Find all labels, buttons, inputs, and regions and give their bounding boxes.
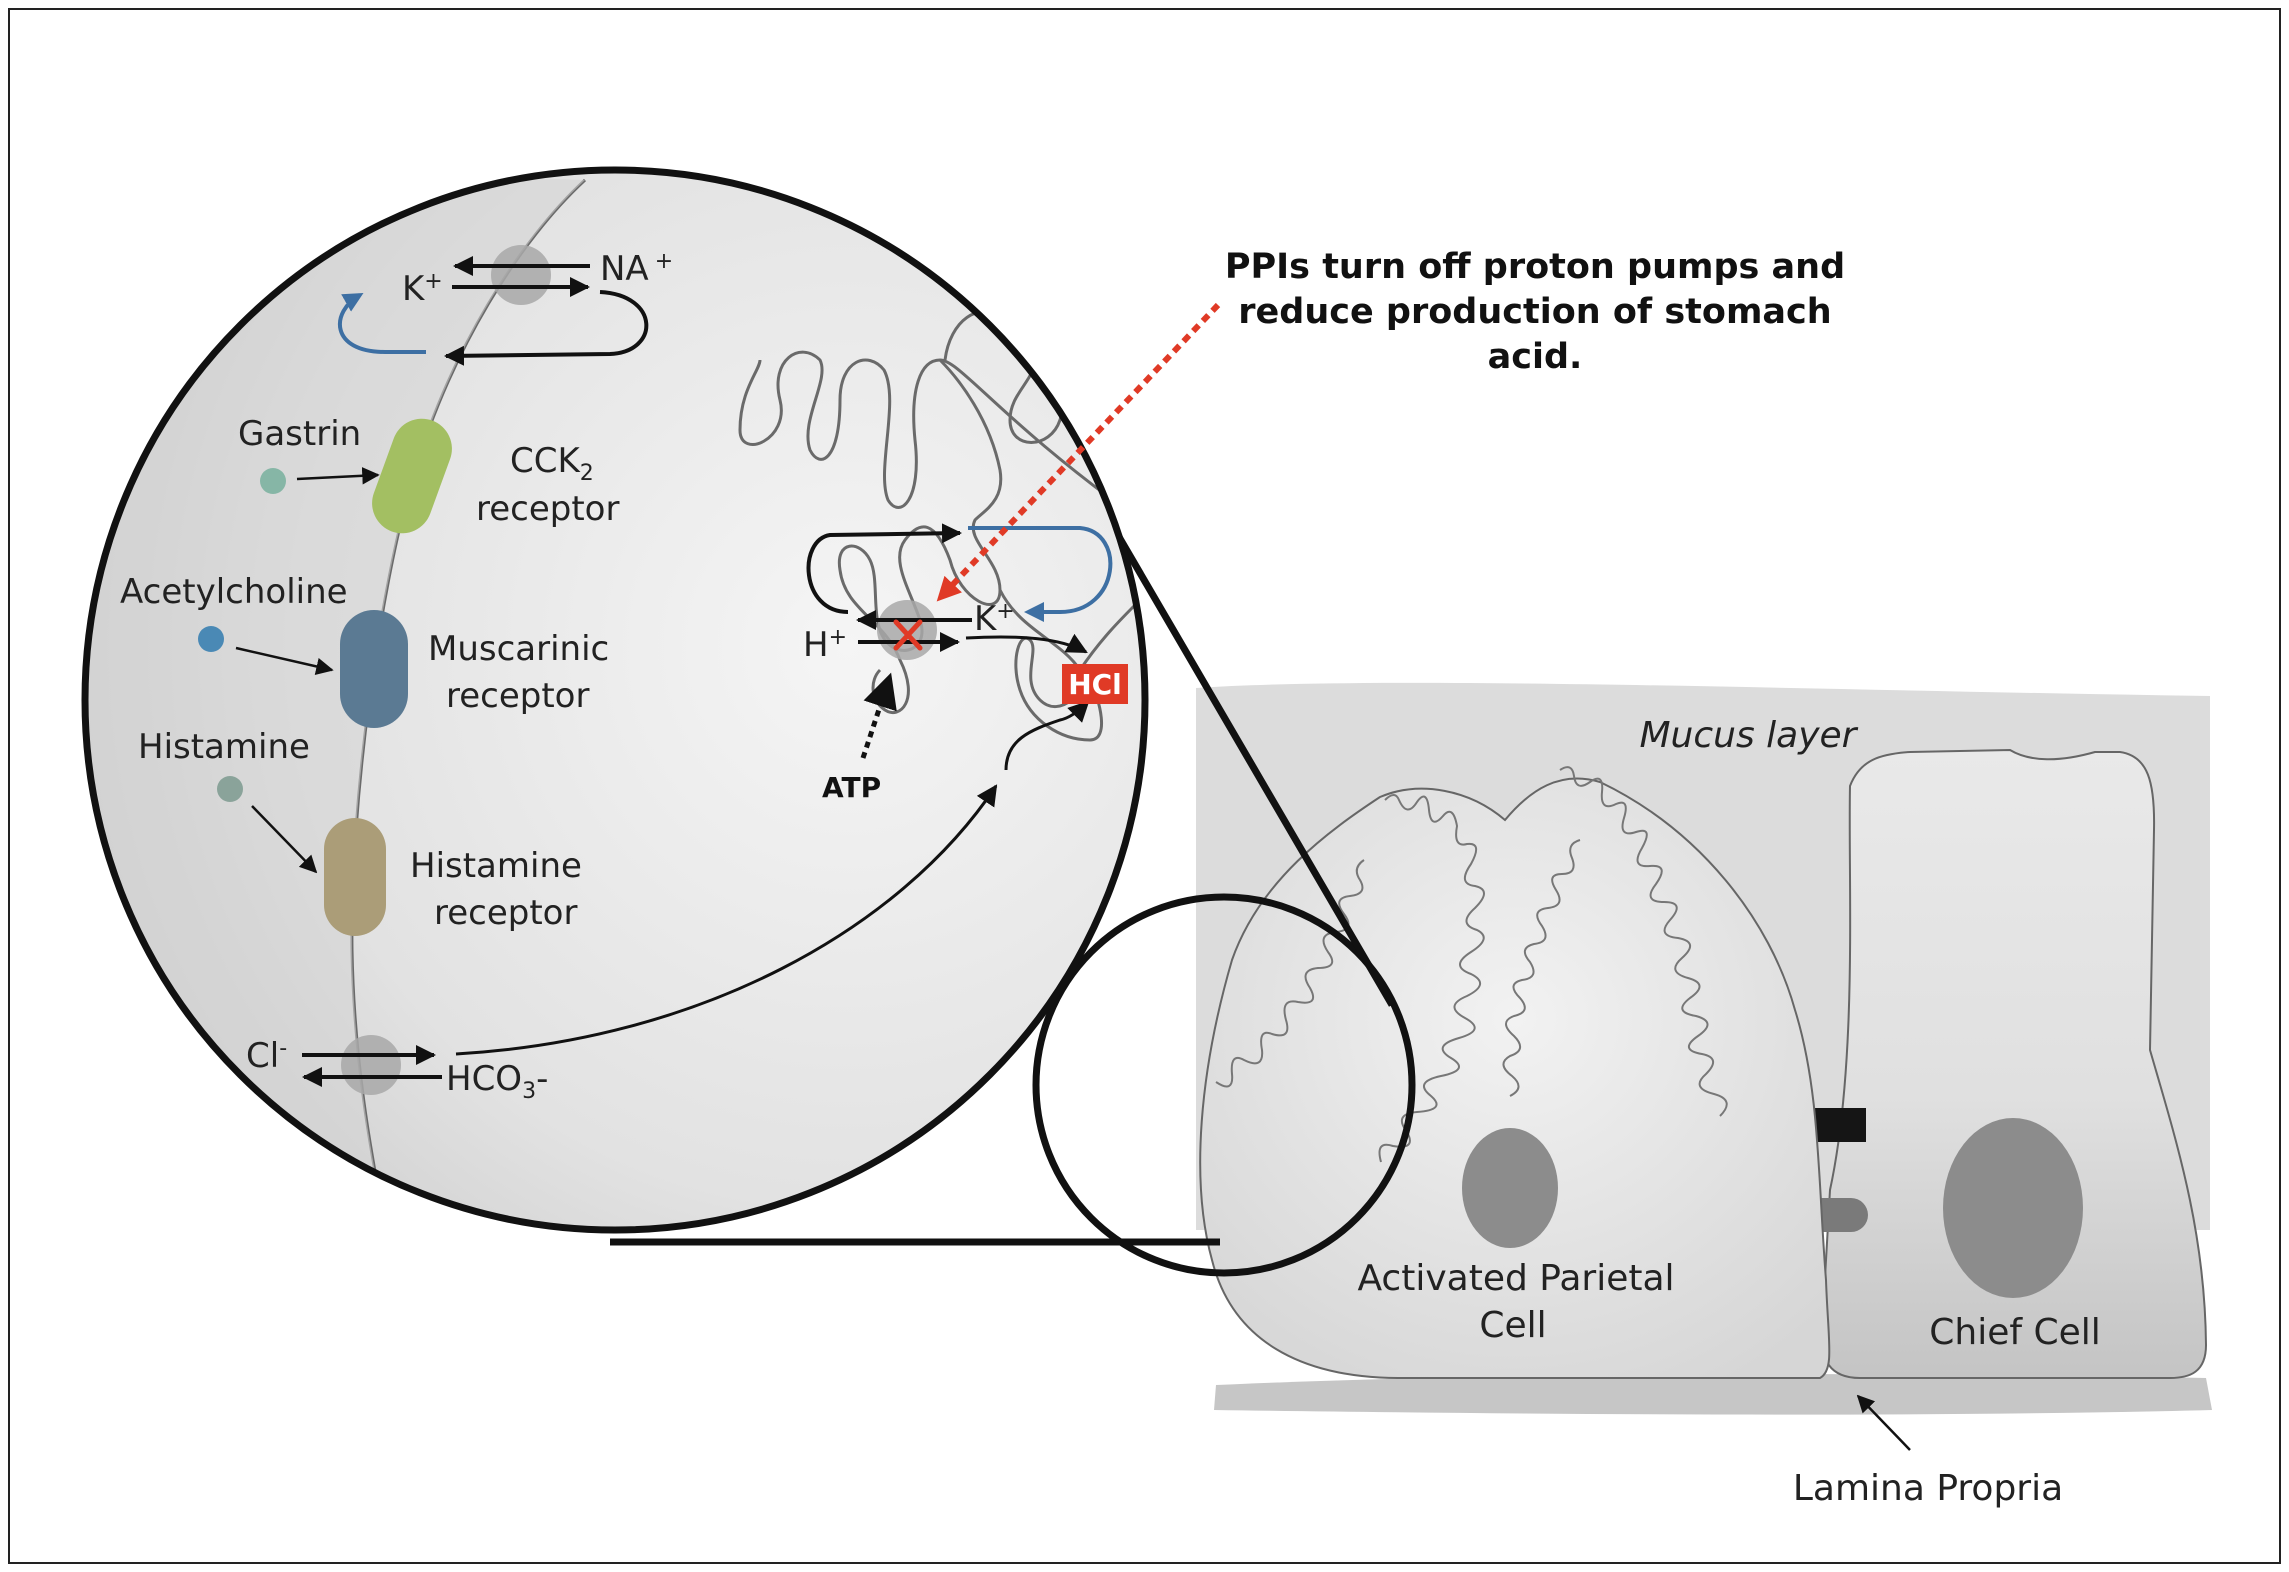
gastrin-molecule (260, 468, 286, 494)
tissue-section (1032, 682, 2212, 1415)
cl-to-hcl-arrow (1004, 700, 1090, 771)
proton-pump (877, 600, 937, 660)
magnified-circle-outline (81, 166, 1149, 1234)
acetylcholine-molecule (198, 626, 224, 652)
cl-ion: Cl- (246, 1036, 287, 1076)
parietal-cell-label: Activated Parietal (1357, 1258, 1674, 1299)
h-recycle-arrow (806, 523, 962, 614)
na-recycle-arrow (444, 290, 649, 366)
muscarinic-receptor-label: Muscarinic (428, 629, 609, 669)
h-to-hcl-arrow (965, 633, 1088, 654)
histamine-label: Histamine (138, 727, 310, 767)
histamine-receptor (324, 818, 386, 936)
chief-cell (1820, 748, 2208, 1379)
k-ion-top: K+ (402, 269, 443, 309)
ppi-annotation-line3: acid. (1488, 337, 1583, 377)
canaliculus-right (1502, 766, 1728, 1117)
zoom-source-circle (1032, 893, 1416, 1277)
parietal-cell-nucleus (1462, 1128, 1558, 1248)
atp-arrow (860, 672, 897, 759)
histamine-molecule (217, 776, 243, 802)
canaliculus-left (1215, 794, 1485, 1163)
cck2-receptor-label: CCK2 (510, 441, 594, 486)
muscarinic-receptor (340, 610, 408, 728)
k-recycle-blue-arrow (337, 293, 426, 354)
cl-hco3-exchanger (341, 1035, 401, 1095)
lamina-propria-strip (1214, 1374, 2212, 1415)
cl-to-canaliculus-arrow (455, 784, 998, 1056)
ppi-annotation-line1: PPIs turn off proton pumps and (1225, 247, 1845, 287)
na-k-exchanger (491, 245, 551, 305)
histamine-receptor-label: Histamine (410, 846, 582, 886)
chief-cell-label: Chief Cell (1929, 1312, 2101, 1353)
histamine-arrow (251, 805, 318, 874)
ppi-annotation: PPIs turn off proton pumps and reduce pr… (1225, 247, 1845, 377)
na-ion-top: NA+ (600, 249, 673, 289)
h-ion-pump: H+ (803, 625, 847, 665)
ppi-dotted-arrow (936, 302, 1221, 602)
ppi-annotation-line2: reduce production of stomach (1238, 292, 1831, 332)
hco3-ion: HCO3- (446, 1059, 548, 1104)
k-recycle-blue-arrow-pump (968, 526, 1113, 622)
parietal-cell-label-2: Cell (1479, 1305, 1546, 1346)
histamine-receptor-label-2: receptor (434, 893, 577, 933)
zoom-connector-top (1076, 468, 1396, 1007)
hcl-box (1062, 664, 1128, 704)
gastrin-arrow (296, 467, 380, 485)
lamina-propria-label: Lamina Propria (1793, 1468, 2063, 1509)
hcl-label: HCl (1068, 668, 1122, 701)
muscarinic-receptor-label-2: receptor (446, 676, 589, 716)
atp-label: ATP (822, 771, 881, 804)
cck2-receptor-label-2: receptor (476, 489, 619, 529)
acetylcholine-arrow (235, 646, 334, 676)
gastrin-label: Gastrin (238, 414, 361, 454)
chief-cell-nucleus (1943, 1118, 2083, 1298)
k-ion-pump: K+ (974, 599, 1015, 639)
mucus-layer-label: Mucus layer (1639, 715, 1858, 756)
cck2-receptor (372, 418, 452, 534)
lamina-propria-pointer (1856, 1394, 1911, 1451)
pump-blocked-x (893, 619, 923, 651)
acetylcholine-label: Acetylcholine (120, 572, 348, 612)
